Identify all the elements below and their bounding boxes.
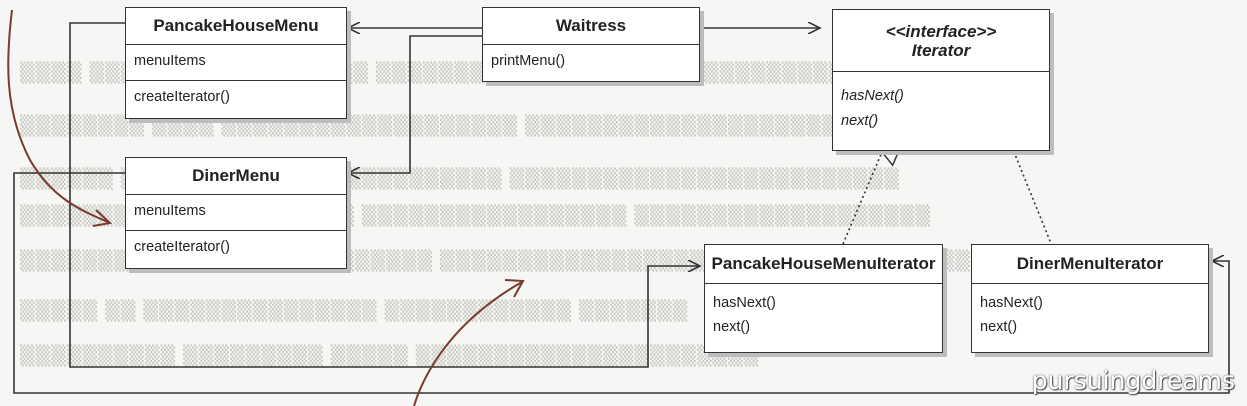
operations-compartment: createIterator() [126,231,346,261]
edge-waitress-to-dinermenu [348,35,482,173]
attributes-compartment: menuItems [126,45,346,81]
interface-header: <<interface>> Iterator [833,10,1049,72]
watermark-text: pursuingdreams [1031,366,1235,395]
operation: printMenu() [491,53,566,69]
operation: hasNext() [713,295,776,311]
edge-pancakehousemenu-to-iterator [69,22,700,368]
interface-iterator: <<interface>> Iterator hasNext() next() [832,9,1050,151]
class-dinermenuiterator: DinerMenuIterator hasNext() next() [971,244,1209,353]
operation: hasNext() [841,88,904,104]
operations-compartment: printMenu() [483,45,699,75]
class-name: PancakeHouseMenuIterator [705,245,942,284]
operation: next() [841,113,879,129]
attributes-compartment: menuItems [126,195,346,231]
annotation-arrowhead-bottom [504,279,525,298]
class-pancakehousemenuiterator: PancakeHouseMenuIterator hasNext() next(… [704,244,943,353]
stereotype-label: <<interface>> [885,21,997,41]
class-name: Waitress [483,8,699,45]
operation: createIterator() [134,239,230,255]
operations-compartment: hasNext() next() [833,72,1049,138]
class-waitress: Waitress printMenu() [482,7,700,82]
class-pancakehousemenu: PancakeHouseMenu menuItems createIterato… [125,7,347,119]
operations-compartment: createIterator() [126,81,346,111]
edge-dinermenu-to-iterator [13,172,1230,394]
class-name: DinerMenuIterator [972,245,1208,284]
class-name: PancakeHouseMenu [126,8,346,45]
operation: next() [713,319,751,335]
attribute: menuItems [134,53,206,69]
operation: hasNext() [980,295,1043,311]
attribute: menuItems [134,203,206,219]
class-name: Iterator [911,40,971,60]
class-dinermenu: DinerMenu menuItems createIterator() [125,157,347,269]
operations-compartment: hasNext() next() [972,284,1208,343]
operation: next() [980,319,1018,335]
edge-realization-pancakehouse-iterator [842,152,882,245]
edge-realization-diner-iterator [1014,152,1053,247]
annotation-arrow-bottom [413,281,523,406]
annotation-arrow-left [7,9,109,223]
annotation-arrowhead-left [92,209,113,227]
operation: createIterator() [134,89,230,105]
operations-compartment: hasNext() next() [705,284,942,343]
class-name: DinerMenu [126,158,346,195]
